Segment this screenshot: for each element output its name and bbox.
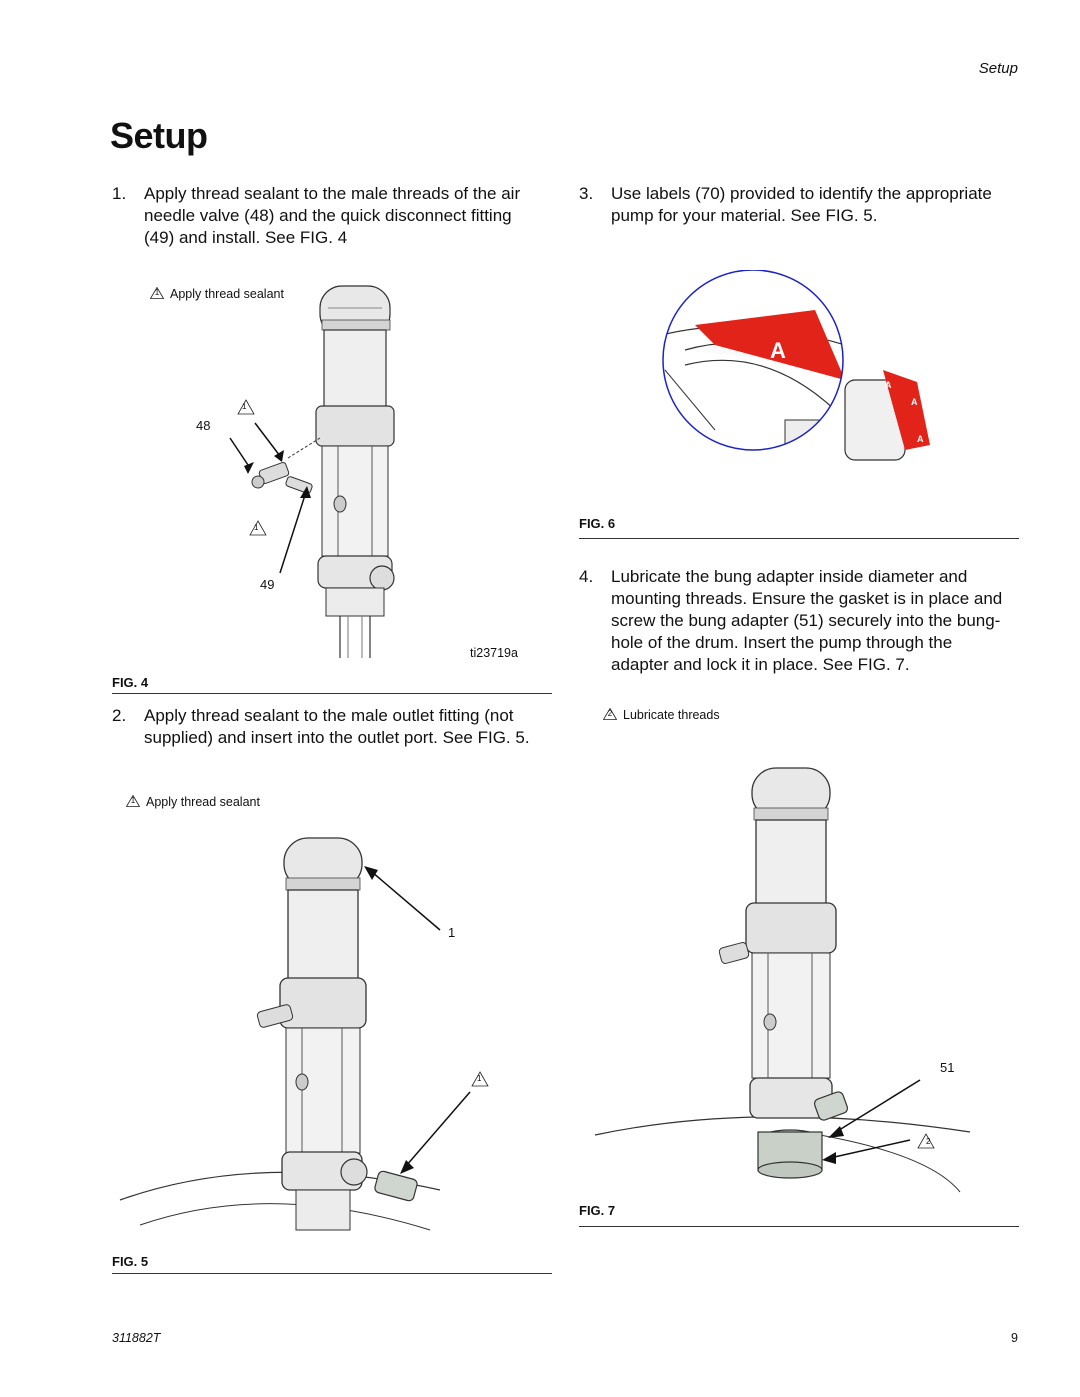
- fig4-note-text: Apply thread sealant: [170, 287, 284, 301]
- fig6-label: FIG. 6: [579, 516, 616, 531]
- fig4-note: 1 Apply thread sealant: [150, 287, 284, 301]
- label-letter-a: A: [770, 338, 786, 363]
- warning-triangle-icon: 1: [126, 795, 140, 807]
- warning-triangle-icon: 2: [603, 708, 617, 720]
- fig6-label-illustration: A A A A: [662, 270, 930, 461]
- callout-triangle-2: 2: [926, 1137, 931, 1146]
- fig4-pump-illustration: [229, 285, 395, 658]
- page-number: 9: [1011, 1331, 1018, 1345]
- svg-text:A: A: [885, 380, 892, 390]
- warning-triangle-icon: 1: [150, 287, 164, 299]
- fig7-pump-illustration: [594, 767, 971, 1193]
- fig7-note-text: Lubricate threads: [623, 708, 720, 722]
- doc-number: 311882T: [112, 1331, 161, 1345]
- fig7-rule: [579, 1226, 1019, 1227]
- callout-triangle-1: 1: [477, 1074, 482, 1083]
- step-number: 4.: [579, 567, 594, 586]
- bung-adapter: [757, 1129, 823, 1179]
- needle-valve-fitting: [251, 461, 290, 489]
- fig5-note-text: Apply thread sealant: [146, 795, 260, 809]
- step-line: adapter and lock it in place. See FIG. 7…: [611, 655, 910, 674]
- page-title: Setup: [110, 115, 208, 156]
- step-line: hole of the drum. Insert the pump throug…: [611, 633, 953, 652]
- svg-text:A: A: [911, 397, 918, 407]
- step-text: Apply thread sealant to the male outlet …: [144, 705, 530, 749]
- callout-1: 1: [448, 925, 456, 940]
- running-header: Setup: [978, 60, 1018, 77]
- step-line: needle valve (48) and the quick disconne…: [144, 206, 512, 225]
- fig4-label: FIG. 4: [112, 675, 149, 690]
- step-text: Apply thread sealant to the male threads…: [144, 183, 520, 249]
- fig5-label: FIG. 5: [112, 1254, 149, 1269]
- callout-51: 51: [940, 1060, 955, 1075]
- image-id: ti23719a: [470, 646, 518, 660]
- step-line: pump for your material. See FIG. 5.: [611, 206, 878, 225]
- step-text: Lubricate the bung adapter inside diamet…: [611, 566, 1002, 676]
- callout-triangle-1: 1: [254, 523, 259, 532]
- fig6-rule: [579, 538, 1019, 539]
- step-line: Apply thread sealant to the male threads…: [144, 184, 521, 203]
- fig4-rule: [112, 693, 552, 694]
- step-number: 3.: [579, 184, 594, 203]
- outlet-fitting: [374, 1170, 418, 1202]
- step-line: supplied) and insert into the outlet por…: [144, 728, 530, 747]
- step-4: 4. Lubricate the bung adapter inside dia…: [579, 566, 1029, 680]
- step-line: screw the bung adapter (51) securely int…: [611, 611, 1001, 630]
- step-text: Use labels (70) provided to identify the…: [611, 183, 992, 227]
- step-line: Use labels (70) provided to identify the…: [611, 184, 992, 203]
- callout-48: 48: [196, 418, 211, 433]
- fig5-rule: [112, 1273, 552, 1274]
- fig7-note: 2 Lubricate threads: [603, 708, 720, 722]
- step-line: Lubricate the bung adapter inside diamet…: [611, 567, 968, 586]
- fig5-pump-illustration: [119, 837, 489, 1231]
- step-2: 2. Apply thread sealant to the male outl…: [112, 705, 562, 753]
- step-line: Apply thread sealant to the male outlet …: [144, 706, 514, 725]
- step-line: mounting threads. Ensure the gasket is i…: [611, 589, 1003, 608]
- callout-49: 49: [260, 577, 275, 592]
- step-line: (49) and install. See FIG. 4: [144, 228, 348, 247]
- callout-triangle-1: 1: [242, 402, 247, 411]
- fig5-note: 1 Apply thread sealant: [126, 795, 260, 809]
- step-number: 1.: [112, 184, 127, 203]
- step-1: 1. Apply thread sealant to the male thre…: [112, 183, 562, 253]
- fig7-label: FIG. 7: [579, 1203, 616, 1218]
- svg-text:A: A: [917, 434, 924, 444]
- step-3: 3. Use labels (70) provided to identify …: [579, 183, 1029, 231]
- step-number: 2.: [112, 706, 127, 725]
